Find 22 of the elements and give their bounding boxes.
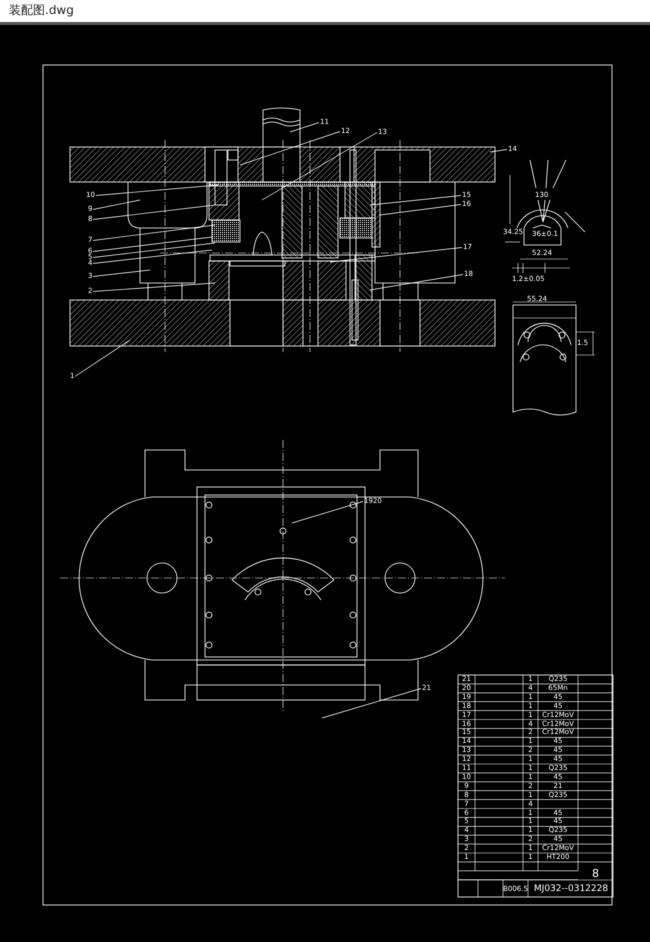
drawing-number: MJ032--0312228 (532, 884, 610, 895)
leader-line (330, 247, 462, 262)
leader-line (92, 242, 216, 258)
leader-line (96, 184, 218, 196)
leader-line (92, 236, 212, 252)
leader-line (92, 204, 216, 220)
leader-line (370, 195, 462, 206)
leader-line (92, 282, 216, 292)
file-name: 装配图.dwg (9, 3, 74, 18)
leader-line (322, 688, 422, 718)
leader-line (370, 274, 464, 290)
leader-line (74, 340, 130, 377)
leader-line (290, 122, 320, 132)
leader-line (92, 270, 150, 277)
leader-line (92, 200, 140, 210)
leader-line (380, 204, 462, 216)
leader-line (240, 131, 340, 166)
sheet-count: 8 (591, 868, 600, 879)
leader-line (92, 224, 216, 241)
leader-line (92, 250, 212, 264)
leader-line (262, 132, 378, 200)
leader-line (490, 149, 508, 152)
